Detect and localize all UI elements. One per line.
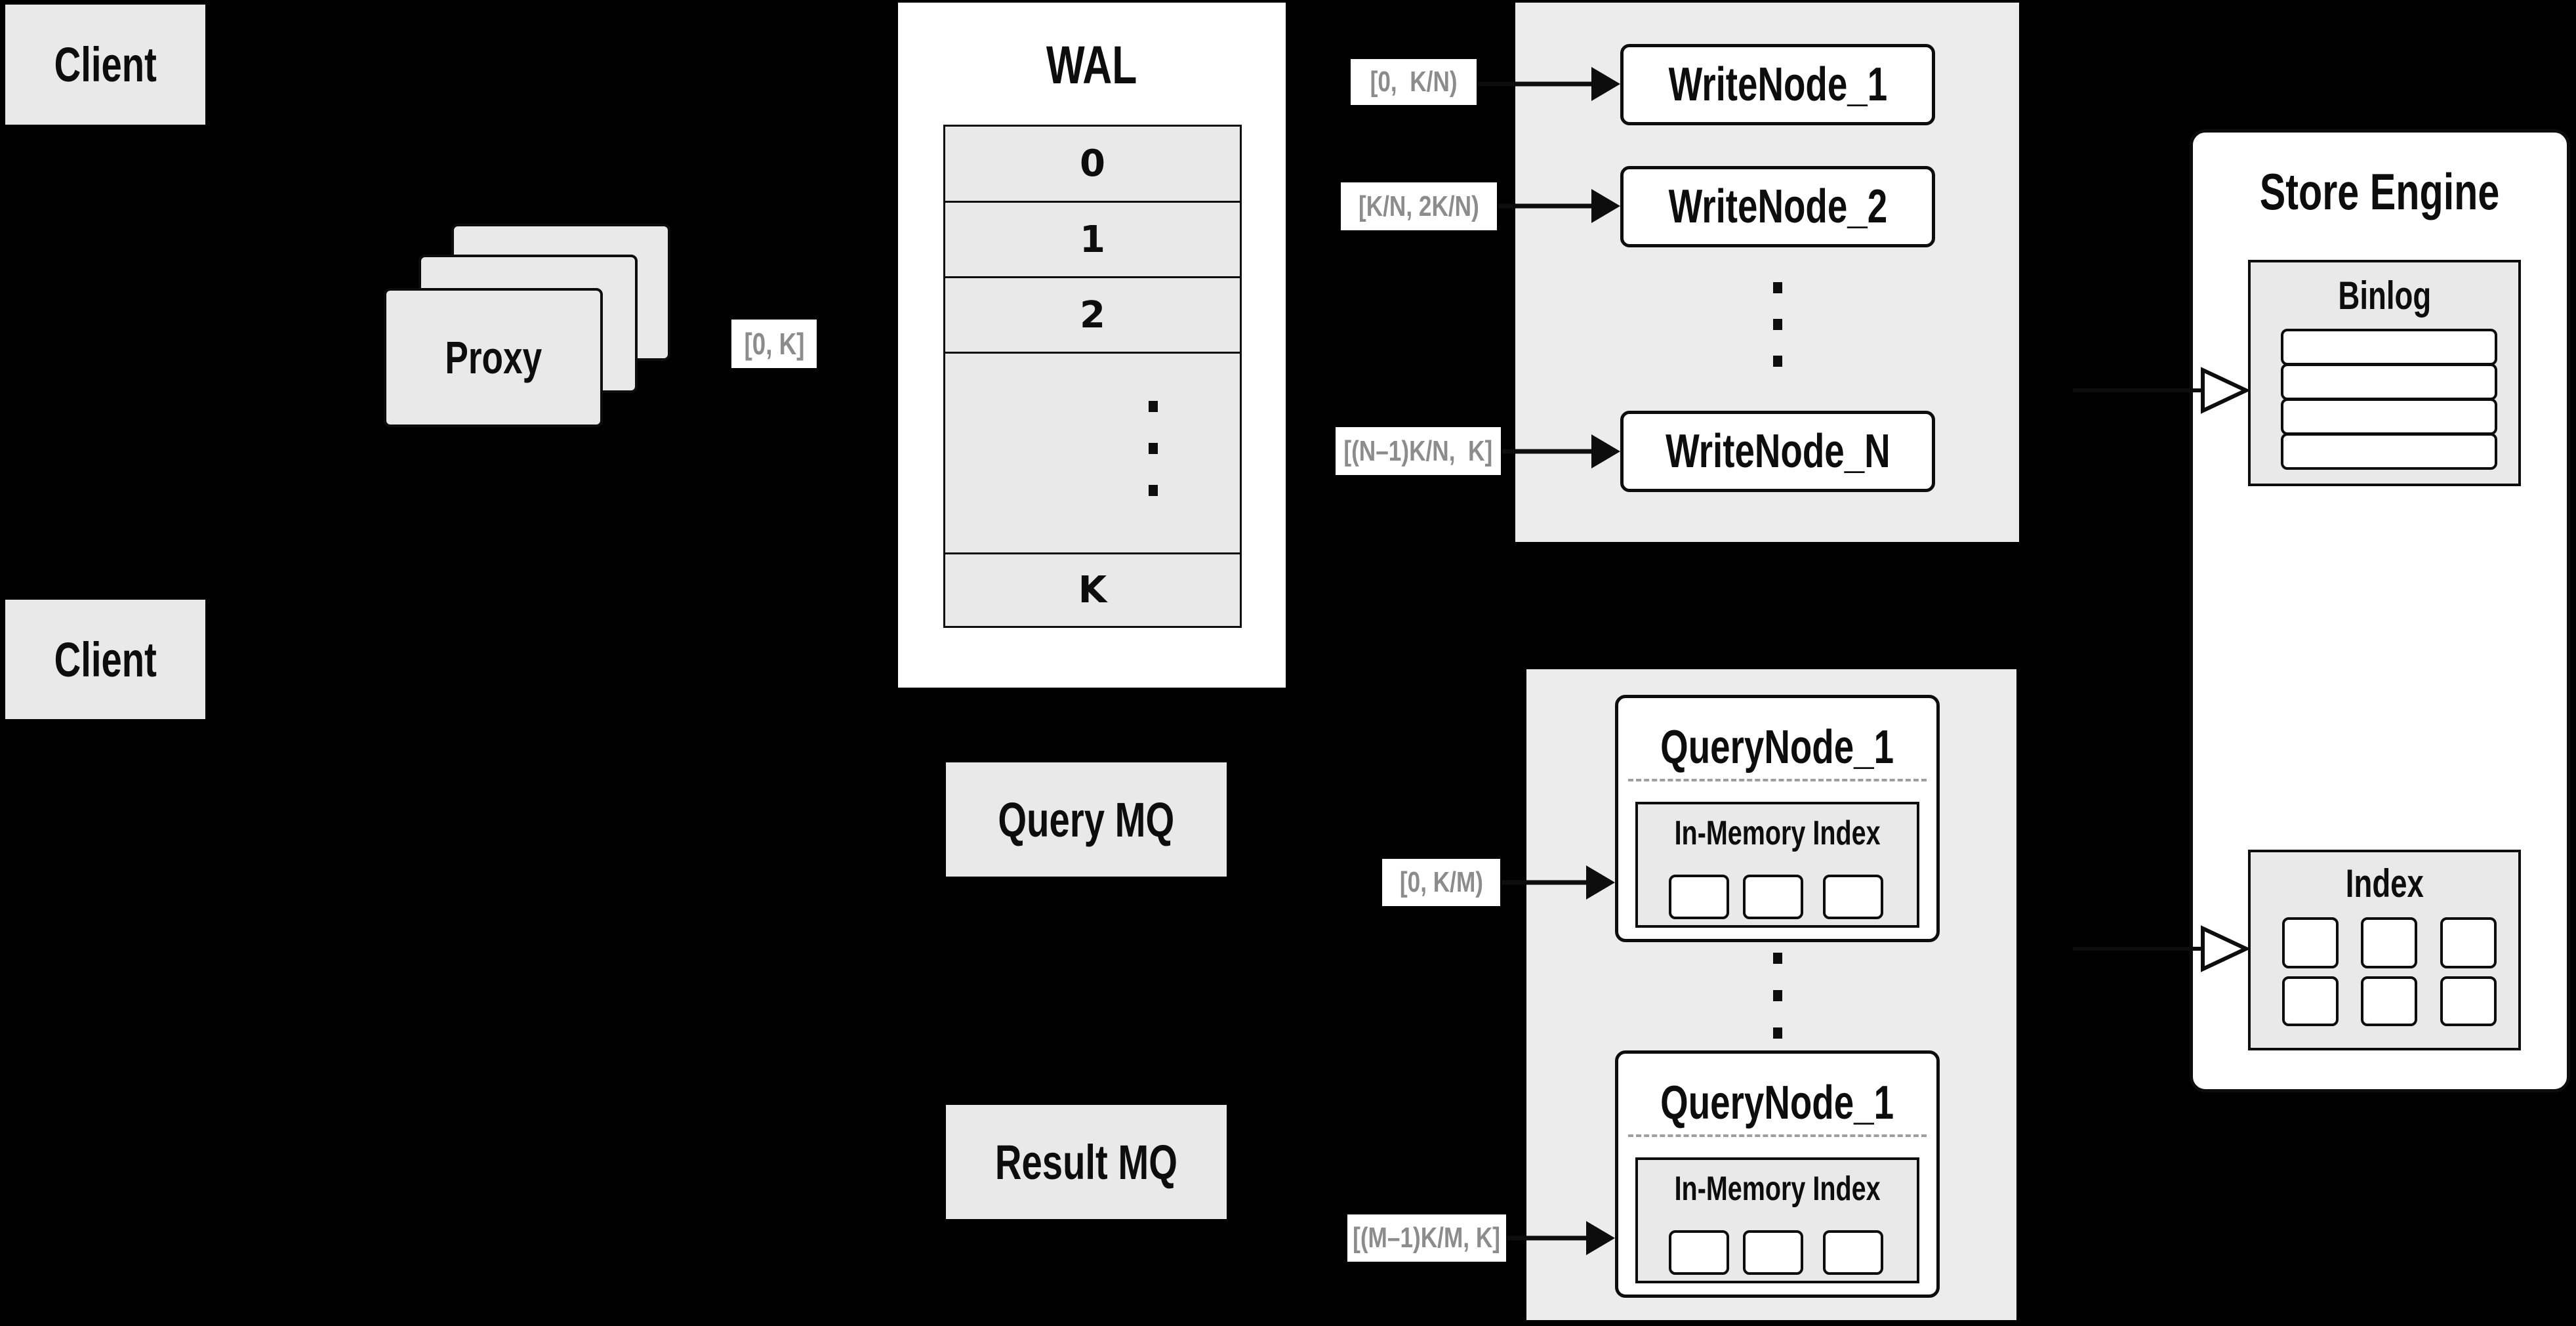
in-memory-index-top-box: In-Memory Index [1635,802,1919,928]
segment-chip [1823,875,1883,919]
index-chip [2361,976,2417,1026]
binlog-row [2281,363,2497,400]
range-label-proxy-wal: [0, K] [731,320,817,368]
client-bottom-label: Client [54,632,157,687]
index-chip [2282,976,2339,1026]
store-engine-panel: Store Engine Binlog Index [2190,129,2570,1092]
binlog-title: Binlog [2338,273,2431,318]
binlog-row [2281,433,2497,470]
wal-title: WAL [1046,35,1137,95]
proxy-card-front: Proxy [384,288,603,427]
index-chip [2282,917,2339,968]
index-title: Index [2345,861,2424,905]
in-memory-index-bottom-title: In-Memory Index [1674,1170,1881,1208]
store-engine-title: Store Engine [2260,162,2500,220]
query-node-bottom-title: QueryNode_1 [1660,1077,1894,1129]
in-memory-index-top-title: In-Memory Index [1674,814,1881,852]
ellipsis-dot [1773,990,1782,1001]
write-node-1-box: WriteNode_1 [1620,44,1935,125]
proxy-label: Proxy [445,332,542,383]
wal-slot-2: 2 [943,276,1242,354]
wal-slot-ellipsis [943,352,1242,554]
query-node-top-box: QueryNode_1 In-Memory Index [1615,695,1940,942]
index-chip [2361,917,2417,968]
binlog-box: Binlog [2248,260,2521,486]
ellipsis-dot [1149,485,1158,496]
ellipsis-dot [1773,953,1782,964]
range-label-write-n: [(N–1)K/N, K] [1336,427,1501,475]
client-top-label: Client [54,37,157,92]
ellipsis-dot [1149,401,1158,412]
wal-slot-0: 0 [943,125,1242,203]
segment-chip [1743,1230,1803,1275]
ellipsis-dot [1149,443,1158,454]
write-node-n-box: WriteNode_N [1620,411,1935,492]
in-memory-index-bottom-box: In-Memory Index [1635,1157,1919,1283]
divider-dashed [1628,1134,1927,1137]
range-label-write-1: [0, K/N) [1351,59,1477,105]
divider-dashed [1628,779,1927,781]
query-node-top-title: QueryNode_1 [1660,721,1894,774]
binlog-row [2281,398,2497,435]
client-bottom-box: Client [5,600,205,719]
query-node-bottom-box: QueryNode_1 In-Memory Index [1615,1050,1940,1298]
segment-chip [1669,1230,1729,1275]
segment-chip [1743,875,1803,919]
range-label-write-2: [K/N, 2K/N) [1341,182,1497,230]
range-label-query-bottom: [(M–1)K/M, K] [1347,1214,1506,1262]
query-mq-box: Query MQ [946,762,1227,877]
segment-chip [1823,1230,1883,1275]
range-label-query-top: [0, K/M) [1382,859,1500,906]
ellipsis-dot [1773,356,1782,367]
binlog-row [2281,329,2497,365]
segment-chip [1669,875,1729,919]
wal-slot-k: K [943,552,1242,628]
result-mq-box: Result MQ [946,1105,1227,1219]
index-chip [2440,917,2497,968]
write-node-2-box: WriteNode_2 [1620,166,1935,247]
ellipsis-dot [1773,319,1782,330]
ellipsis-dot [1773,282,1782,293]
wal-slot-1: 1 [943,201,1242,278]
ellipsis-dot [1773,1027,1782,1039]
client-top-box: Client [5,5,205,125]
index-chip [2440,976,2497,1026]
index-box: Index [2248,850,2521,1050]
